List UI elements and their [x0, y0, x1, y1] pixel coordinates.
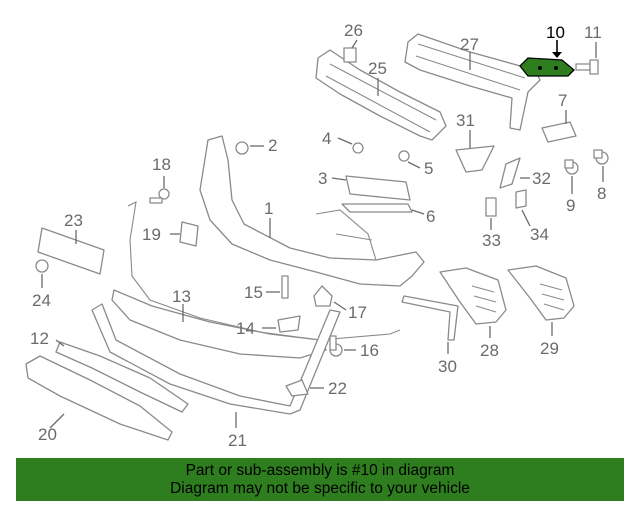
- callout-7: 7: [558, 91, 567, 110]
- part-32-bracket[interactable]: [499, 157, 521, 189]
- callout-19: 19: [142, 225, 161, 244]
- part-18-bolt[interactable]: [149, 188, 170, 204]
- part-2-clip[interactable]: [235, 141, 249, 155]
- part-10-bracket[interactable]: [519, 57, 575, 77]
- callout-12: 12: [30, 329, 49, 348]
- part-17-nut[interactable]: [313, 285, 333, 307]
- callout-9: 9: [566, 196, 575, 215]
- part-9-bolt[interactable]: [564, 159, 579, 175]
- part-24-clip[interactable]: [35, 259, 49, 273]
- callout-4: 4: [322, 129, 331, 148]
- part-8-bolt[interactable]: [593, 149, 609, 165]
- callout-23: 23: [64, 211, 83, 230]
- part-25-energy-absorber[interactable]: [315, 49, 447, 141]
- part-7-bracket[interactable]: [541, 121, 577, 143]
- part-1-bumper-cover[interactable]: [199, 135, 425, 287]
- banner-line-1: Part or sub-assembly is #10 in diagram: [185, 462, 455, 479]
- part-29-fog-bezel[interactable]: [507, 265, 575, 321]
- part-3-bracket[interactable]: [345, 175, 411, 201]
- callout-17: 17: [348, 303, 367, 322]
- callout-24: 24: [32, 291, 51, 310]
- callout-11: 11: [584, 23, 602, 42]
- callout-2: 2: [268, 136, 277, 155]
- part-26-clip[interactable]: [343, 47, 357, 63]
- callout-1: 1: [264, 199, 273, 218]
- part-16-bolt[interactable]: [329, 335, 343, 357]
- callout-28: 28: [480, 341, 499, 360]
- callout-6: 6: [426, 207, 435, 226]
- part-6-strip[interactable]: [341, 203, 413, 213]
- callout-25: 25: [368, 59, 387, 78]
- part-34-clip[interactable]: [515, 189, 527, 209]
- callout-29: 29: [540, 339, 559, 358]
- callout-34: 34: [530, 225, 549, 244]
- part-21-lower-trim[interactable]: [91, 303, 341, 415]
- part-11-bolt[interactable]: [575, 59, 599, 75]
- callout-32: 32: [532, 169, 551, 188]
- part-31-cover[interactable]: [455, 145, 495, 173]
- callout-10: 10: [546, 23, 565, 42]
- part-30-trim-strip[interactable]: [401, 295, 459, 341]
- callout-22: 22: [328, 379, 347, 398]
- part-12-grille-strip[interactable]: [55, 341, 189, 413]
- lower-cover-outline: [127, 201, 401, 341]
- part-23-license-bracket[interactable]: [37, 227, 105, 275]
- banner-line-2: Diagram may not be specific to your vehi…: [170, 480, 470, 497]
- callout-33: 33: [482, 231, 501, 250]
- info-banner: Part or sub-assembly is #10 in diagram D…: [16, 458, 624, 501]
- part-14-bracket[interactable]: [277, 315, 301, 333]
- callout-16: 16: [360, 341, 379, 360]
- part-33-clip[interactable]: [485, 197, 497, 217]
- callout-13: 13: [172, 287, 191, 306]
- callout-5: 5: [424, 159, 433, 178]
- callout-14: 14: [236, 319, 255, 338]
- part-19-cap[interactable]: [179, 221, 199, 247]
- part-4-screw[interactable]: [352, 142, 364, 154]
- parts-diagram: 27 25 26 10 11 7 31 32 9 8: [25, 21, 609, 450]
- callout-18: 18: [152, 155, 171, 174]
- callout-20: 20: [38, 425, 57, 444]
- callout-21: 21: [228, 431, 247, 450]
- callout-30: 30: [438, 357, 457, 376]
- callout-31: 31: [456, 111, 475, 130]
- part-28-fog-bezel[interactable]: [439, 267, 507, 325]
- part-22-clip[interactable]: [285, 379, 309, 397]
- callout-27: 27: [460, 35, 479, 54]
- callout-8: 8: [597, 184, 606, 203]
- part-20-lower-grille[interactable]: [25, 355, 173, 441]
- callout-15: 15: [244, 283, 263, 302]
- callout-3: 3: [318, 169, 327, 188]
- part-15-stud[interactable]: [281, 275, 289, 299]
- part-5-bolt[interactable]: [398, 150, 410, 162]
- callout-26: 26: [344, 21, 363, 40]
